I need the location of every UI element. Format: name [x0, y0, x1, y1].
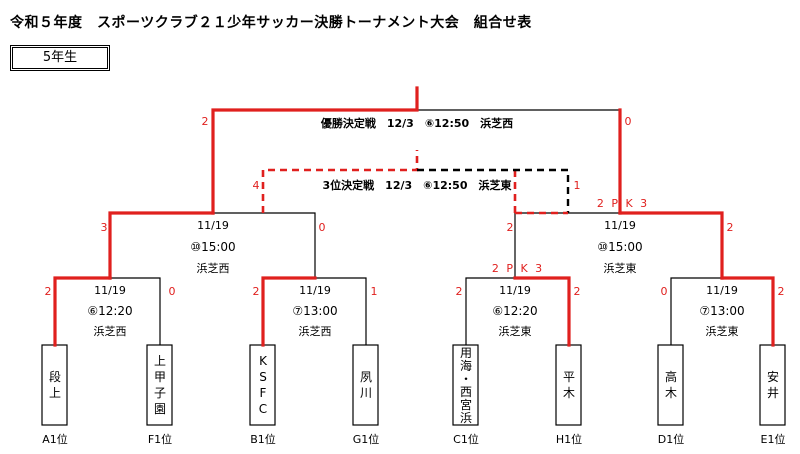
seed-label-3: B1位: [250, 432, 276, 446]
third-score-right: 1: [574, 179, 581, 192]
final-line-winner: [211, 86, 419, 215]
r1-3-score-right: 2: [574, 285, 581, 298]
team-box-6: [555, 344, 582, 426]
team-8-char-2: 井: [767, 386, 779, 400]
team-2-char-1: 上: [154, 354, 166, 368]
sf-1-line-winner: [108, 211, 215, 280]
final-match-label: 優勝決定戦 12/3 ⑥12:50 浜芝西: [320, 116, 513, 130]
team-7-char-2: 木: [665, 386, 677, 400]
team-3-char-2: S: [259, 370, 267, 384]
third-score-left: 4: [253, 179, 260, 192]
team-box-5: [452, 344, 479, 426]
r1-3-line-winner: [513, 276, 571, 347]
team-4-char-1: 夙: [360, 370, 372, 384]
team-3-char-1: K: [259, 354, 268, 368]
team-6-char-2: 木: [563, 386, 575, 400]
sf-1-line-loser: [213, 212, 316, 278]
r1-4-line-winner: [720, 276, 775, 347]
r1-3-date: 11/19: [499, 284, 531, 297]
sf2-date: 11/19: [604, 219, 636, 232]
sf1-venue: 浜芝西: [197, 262, 230, 275]
team-4-char-2: 川: [360, 386, 372, 400]
r1-3-pk: 2 P K 3: [492, 262, 544, 275]
team-2-char-4: 園: [154, 402, 166, 416]
sf2-score-right: 2: [727, 221, 734, 234]
r1-3-time: ⑥12:20: [492, 304, 537, 318]
r1-2-time: ⑦13:00: [292, 304, 337, 318]
r1-3-score-left: 2: [456, 285, 463, 298]
r1-4-time: ⑦13:00: [699, 304, 744, 318]
r1-4-score-right: 2: [778, 285, 785, 298]
r1-2-line-winner: [261, 276, 317, 347]
final-score-right: 0: [625, 115, 632, 128]
r1-2-line-loser: [315, 277, 367, 345]
team-6-char-1: 平: [563, 370, 575, 384]
sf2-venue: 浜芝東: [604, 262, 637, 275]
team-5-char-1: 用: [460, 346, 472, 360]
r1-1-date: 11/19: [94, 284, 126, 297]
sf-2-line-winner: [618, 211, 724, 280]
seed-label-8: E1位: [761, 432, 786, 446]
sf2-score-left: 2: [507, 221, 514, 234]
sf1-score-left: 3: [101, 221, 108, 234]
team-box-1: [41, 344, 68, 426]
team-5-char-6: 浜: [460, 411, 472, 425]
team-5-char-4: 西: [460, 385, 472, 399]
seed-label-1: A1位: [42, 432, 68, 446]
team-5-char-2: 海: [460, 358, 472, 373]
team-box-4: [352, 344, 379, 426]
r1-1-score-right: 0: [169, 285, 176, 298]
r1-1-line-loser: [110, 277, 161, 345]
team-2-char-2: 甲: [154, 370, 166, 384]
seed-label-6: H1位: [556, 432, 582, 446]
third-match-label: 3位決定戦 12/3 ⑥12:50 浜芝東: [323, 178, 513, 192]
seed-label-4: G1位: [353, 432, 380, 446]
team-3-char-4: C: [259, 402, 267, 416]
r1-3-line-winner-right-black: [465, 277, 515, 345]
team-2-char-3: 子: [154, 386, 166, 400]
sf1-score-right: 0: [319, 221, 326, 234]
third-place-red-dashed: [261, 150, 419, 213]
third-place-black-dashed: [417, 168, 570, 213]
r1-4-line-loser: [670, 277, 722, 345]
sf2-pk: 2 P K 3: [597, 197, 649, 210]
team-1-char-1: 段: [49, 369, 61, 384]
r1-2-score-right: 1: [371, 285, 378, 298]
final-score-left: 2: [202, 115, 209, 128]
r1-2-venue: 浜芝西: [299, 325, 332, 338]
r1-1-venue: 浜芝西: [94, 325, 127, 338]
team-1-char-2: 上: [49, 386, 61, 400]
team-3-char-3: F: [260, 386, 267, 400]
r1-1-score-left: 2: [45, 285, 52, 298]
r1-4-score-left: 0: [661, 285, 668, 298]
sf2-time: ⑩15:00: [597, 240, 642, 254]
team-7-char-1: 高: [665, 369, 677, 384]
seed-label-7: D1位: [658, 432, 684, 446]
team-box-8: [759, 344, 786, 426]
r1-1-line-winner: [53, 276, 112, 347]
team-8-char-1: 安: [767, 369, 779, 384]
sf1-date: 11/19: [197, 219, 229, 232]
r1-2-date: 11/19: [299, 284, 331, 297]
sf1-time: ⑩15:00: [190, 240, 235, 254]
r1-4-venue: 浜芝東: [706, 325, 739, 338]
r1-4-date: 11/19: [706, 284, 738, 297]
grade-label: 5年生: [10, 45, 110, 71]
r1-3-venue: 浜芝東: [499, 325, 532, 338]
page-title: 令和５年度 スポーツクラブ２１少年サッカー決勝トーナメント大会 組合せ表: [10, 15, 532, 31]
r1-1-time: ⑥12:20: [87, 304, 132, 318]
r1-2-score-left: 2: [253, 285, 260, 298]
seed-label-2: F1位: [148, 432, 172, 446]
team-5-char-5: 宮: [460, 397, 472, 412]
team-5-char-3: ・: [460, 372, 472, 386]
team-box-7: [657, 344, 684, 426]
seed-label-5: C1位: [453, 432, 479, 446]
